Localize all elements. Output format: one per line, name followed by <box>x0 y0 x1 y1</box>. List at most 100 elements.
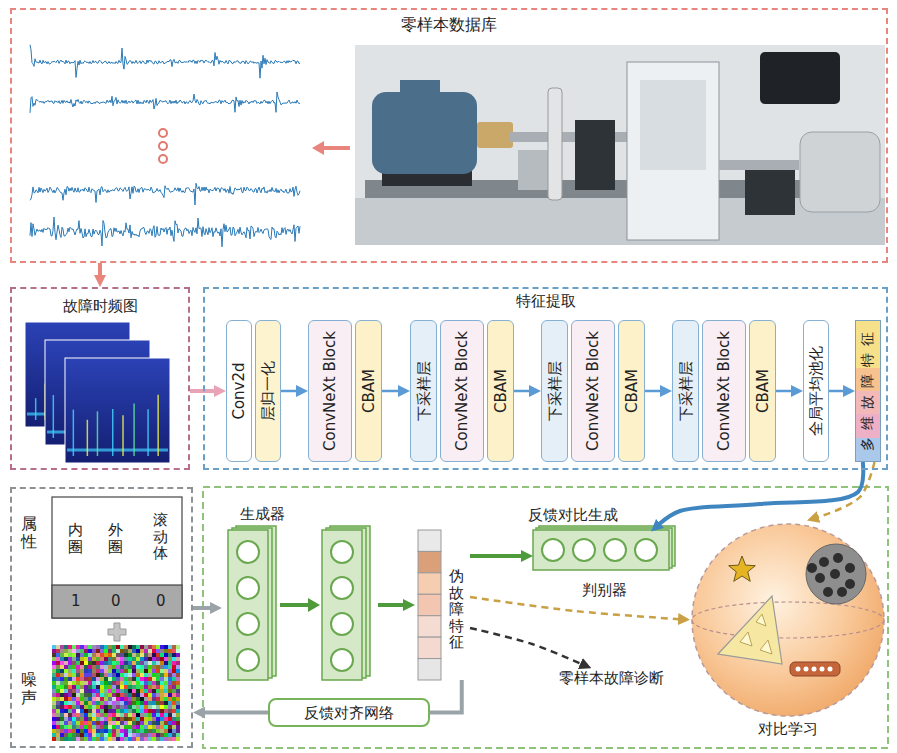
noise-pixel <box>100 645 104 649</box>
noise-pixel <box>92 709 96 713</box>
cluster-dot <box>845 579 855 589</box>
noise-pixel <box>52 689 56 693</box>
brake-stand <box>745 170 795 215</box>
noise-pixel <box>104 645 108 649</box>
noise-pixel <box>64 661 68 665</box>
noise-pixel <box>160 689 164 693</box>
noise-pixel <box>136 657 140 661</box>
noise-pixel <box>172 649 176 653</box>
noise-pixel <box>108 669 112 673</box>
noise-pixel <box>116 685 120 689</box>
noise-pixel <box>100 701 104 705</box>
noise-pixel <box>112 649 116 653</box>
noise-pixel <box>156 705 160 709</box>
cluster-dot <box>812 667 817 672</box>
noise-pixel <box>100 665 104 669</box>
noise-pixel <box>80 665 84 669</box>
noise-pixel <box>148 669 152 673</box>
noise-pixel <box>120 733 124 737</box>
spectrogram-streak <box>157 395 159 456</box>
noise-pixel <box>176 693 180 697</box>
noise-pixel <box>60 721 64 725</box>
noise-pixel <box>136 685 140 689</box>
noise-pixel <box>112 693 116 697</box>
noise-pixel <box>124 653 128 657</box>
noise-pixel <box>148 721 152 725</box>
sphere-equator <box>692 602 884 638</box>
text-holder: CBAM <box>492 369 510 413</box>
noise-pixel <box>88 645 92 649</box>
noise-pixel <box>148 645 152 649</box>
noise-pixel <box>148 657 152 661</box>
cluster-dot <box>815 573 825 583</box>
noise-pixel <box>104 653 108 657</box>
noise-pixel <box>160 721 164 725</box>
noise-pixel <box>112 701 116 705</box>
noise-pixel <box>108 697 112 701</box>
noise-pixel <box>96 721 100 725</box>
noise-pixel <box>88 697 92 701</box>
noise-pixel <box>108 681 112 685</box>
noise-pixel <box>84 737 88 741</box>
cluster-dot <box>830 569 840 579</box>
spectrogram-image <box>65 358 170 463</box>
noise-pixel <box>60 657 64 661</box>
noise-pixel <box>108 677 112 681</box>
noise-pixel <box>60 681 64 685</box>
noise-pixel <box>136 721 140 725</box>
neuron <box>604 539 626 561</box>
noise-pixel <box>144 713 148 717</box>
noise-pixel <box>168 701 172 705</box>
table-header: 外圈 <box>108 522 123 555</box>
gearbox-window <box>640 80 706 170</box>
noise-pixel <box>52 733 56 737</box>
noise-pixel <box>176 717 180 721</box>
noise-pixel <box>64 701 68 705</box>
noise-pixel <box>176 733 180 737</box>
text-holder: ConvNeXt Block <box>453 331 471 451</box>
noise-pixel <box>176 665 180 669</box>
noise-pixel <box>76 677 80 681</box>
noise-pixel <box>164 721 168 725</box>
noise-pixel <box>124 709 128 713</box>
noise-pixel <box>172 701 176 705</box>
noise-pixel <box>108 689 112 693</box>
noise-pixel <box>108 725 112 729</box>
noise-pixel <box>152 717 156 721</box>
noise-pixel <box>176 737 180 741</box>
noise-pixel <box>64 649 68 653</box>
cluster-mark <box>756 614 766 626</box>
noise-pixel <box>160 681 164 685</box>
noise-pixel <box>64 717 68 721</box>
noise-pixel <box>100 693 104 697</box>
noise-pixel <box>172 645 176 649</box>
noise-pixel <box>160 657 164 661</box>
noise-pixel <box>68 729 72 733</box>
noise-pixel <box>164 729 168 733</box>
noise-pixel <box>116 733 120 737</box>
noise-pixel <box>156 733 160 737</box>
vibration-signal <box>30 45 300 78</box>
noise-pixel <box>160 673 164 677</box>
noise-pixel <box>136 737 140 741</box>
noise-pixel <box>108 657 112 661</box>
noise-pixel <box>128 669 132 673</box>
noise-pixel <box>160 713 164 717</box>
noise-pixel <box>124 677 128 681</box>
attention-block: CBAM <box>355 320 382 462</box>
noise-pixel <box>136 701 140 705</box>
noise-pixel <box>152 685 156 689</box>
noise-pixel <box>132 669 136 673</box>
noise-pixel <box>140 725 144 729</box>
noise-pixel <box>88 649 92 653</box>
downsample-block: 下采样层 <box>672 320 699 462</box>
noise-pixel <box>60 689 64 693</box>
noise-pixel <box>132 721 136 725</box>
noise-pixel <box>104 729 108 733</box>
noise-pixel <box>56 721 60 725</box>
noise-pixel <box>156 665 160 669</box>
text-holder: 零样本故障诊断 <box>546 669 676 688</box>
noise-pixel <box>176 681 180 685</box>
text-holder: ConvNeXt Block <box>584 331 602 451</box>
noise-pixel <box>76 653 80 657</box>
